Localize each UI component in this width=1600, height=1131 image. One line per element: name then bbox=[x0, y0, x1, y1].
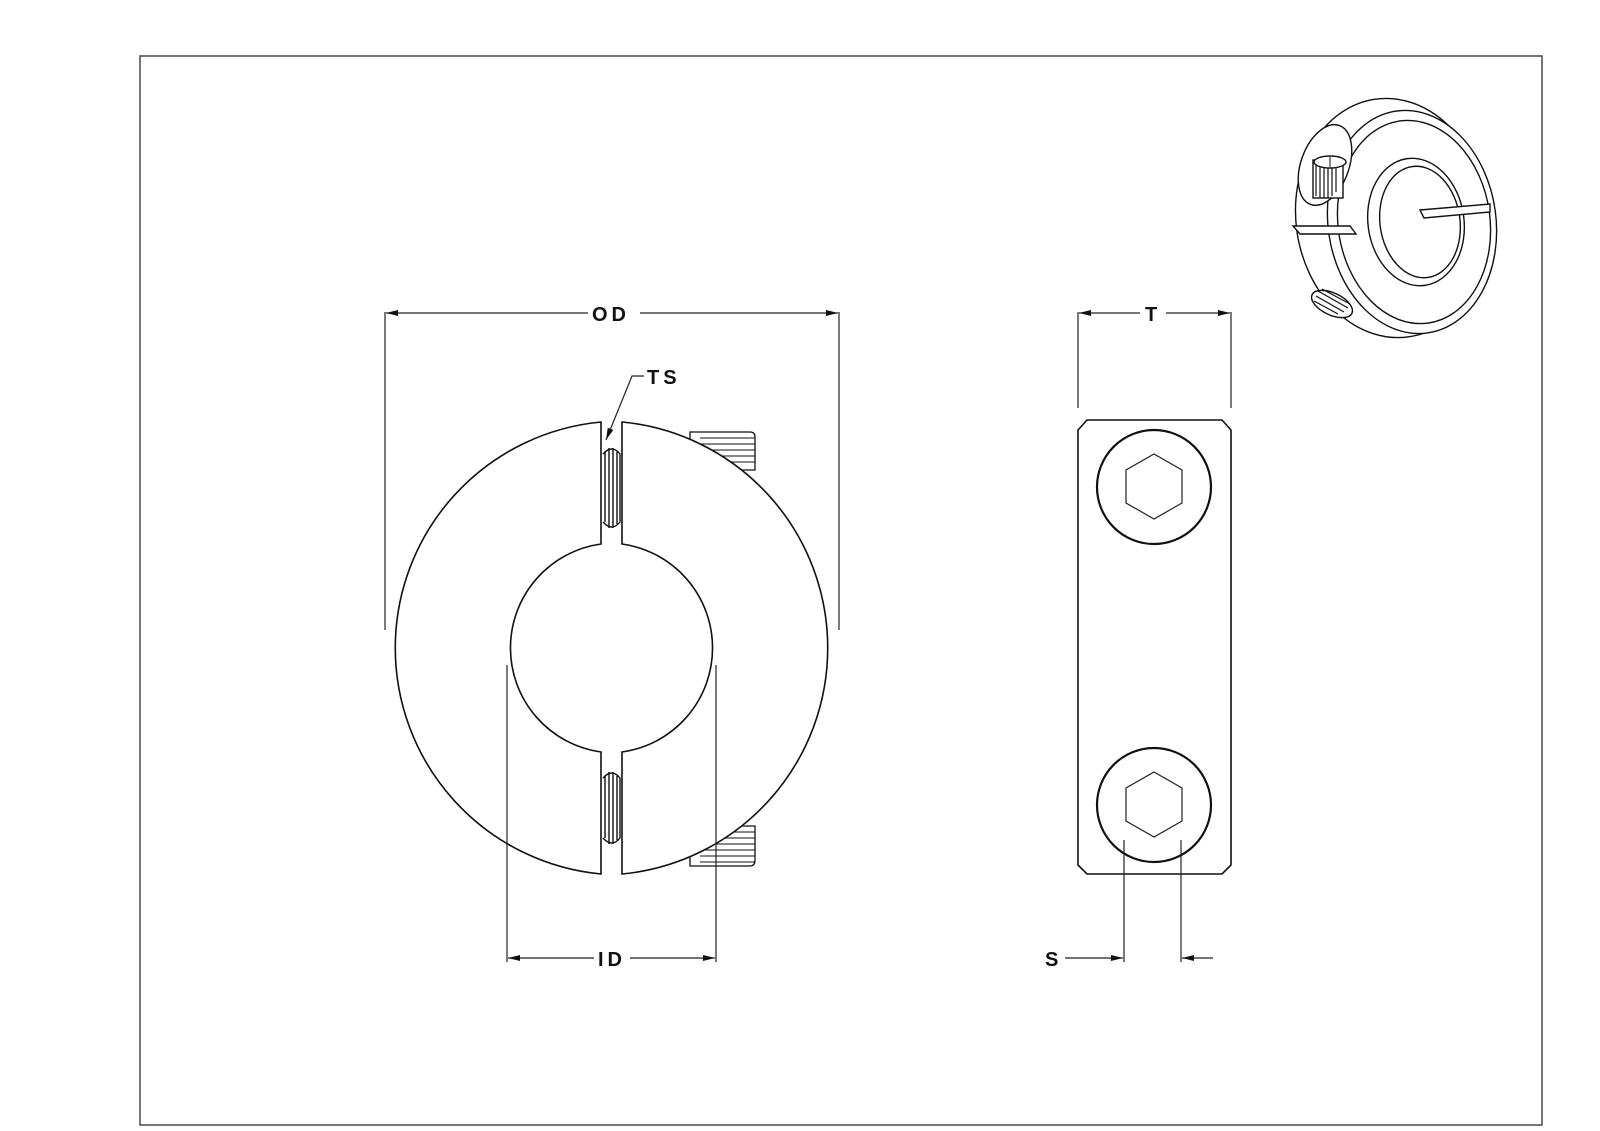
t-label: T bbox=[1145, 304, 1161, 326]
s-label: S bbox=[1045, 949, 1062, 971]
side-view: T S bbox=[1045, 304, 1232, 971]
clamp-screw-thread-top bbox=[602, 448, 621, 528]
socket-screw-head-top bbox=[1095, 428, 1213, 546]
ts-leader: TS bbox=[605, 367, 681, 441]
od-dimension: OD bbox=[384, 304, 840, 630]
collar-side-body bbox=[1077, 419, 1232, 875]
drawing-border bbox=[139, 55, 1543, 1126]
od-label: OD bbox=[592, 304, 630, 326]
ts-label: TS bbox=[647, 367, 681, 389]
id-dimension: ID bbox=[506, 665, 717, 971]
collar-left-half bbox=[394, 421, 602, 875]
iso-bottom-thread bbox=[1310, 288, 1354, 319]
collar-right-half bbox=[621, 421, 829, 875]
t-dimension: T bbox=[1077, 304, 1232, 408]
isometric-view bbox=[1291, 97, 1498, 339]
socket-screw-head-bottom bbox=[1095, 746, 1213, 864]
s-dimension: S bbox=[1045, 840, 1213, 971]
clamp-screw-thread-bottom bbox=[602, 772, 621, 844]
front-view: OD TS ID bbox=[384, 304, 840, 971]
id-label: ID bbox=[598, 949, 626, 971]
iso-screw-head bbox=[1312, 155, 1347, 199]
